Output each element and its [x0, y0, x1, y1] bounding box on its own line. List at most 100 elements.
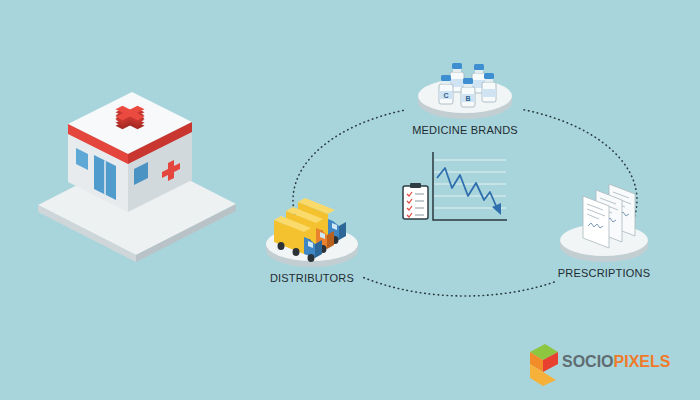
clipboard-icon-part	[415, 194, 424, 215]
declining-chart-part	[434, 184, 506, 185]
medicine-bottles-part	[461, 78, 475, 107]
declining-chart	[433, 152, 507, 220]
logo-mark-part	[543, 352, 558, 372]
prescription-sheets-part-part	[600, 198, 618, 213]
hospital-illustration-part-part	[134, 162, 148, 185]
clipboard-icon	[403, 183, 428, 219]
delivery-trucks-part-part	[332, 223, 337, 230]
prescription-sheets-part	[609, 184, 635, 236]
delivery-trucks-part-part	[308, 254, 315, 262]
delivery-trucks-part-part	[304, 237, 315, 258]
medicine-bottles-part	[472, 64, 486, 93]
declining-chart-part	[492, 203, 501, 215]
medicine-bottles-part-part	[463, 78, 473, 84]
platform-top	[418, 79, 512, 113]
hospital-illustration-part-part	[104, 161, 106, 195]
medicine-bottles-part-part	[474, 64, 484, 70]
platform-node: MEDICINE BRANDS	[408, 77, 522, 137]
medicine-bottles-part-part	[461, 87, 475, 107]
hospital-illustration-part	[136, 204, 236, 262]
declining-chart-part	[434, 196, 506, 197]
medicine-bottles-part	[482, 73, 496, 102]
delivery-trucks-part-part	[320, 232, 325, 239]
delivery-trucks-part-part	[339, 222, 346, 240]
delivery-trucks-part-part	[274, 216, 311, 232]
prescription-sheets-part-part	[588, 223, 603, 228]
medicine-bottles-part-part	[472, 73, 486, 93]
delivery-trucks-part-part	[274, 220, 304, 254]
medicine-bottles	[439, 63, 496, 107]
hospital-illustration-part	[108, 102, 152, 124]
delivery-trucks	[274, 198, 346, 262]
hospital-illustration-part-part	[162, 163, 180, 178]
medicine-bottles-part-part	[452, 63, 462, 69]
delivery-trucks-part	[274, 216, 322, 262]
node-label: DISTRIBUTORS	[270, 272, 354, 285]
platform-top	[560, 224, 648, 256]
prescription-sheets-part-part	[596, 190, 622, 242]
clipboard-icon-part	[410, 183, 421, 188]
logo-mark-part	[530, 364, 556, 386]
logo-mark	[530, 344, 558, 386]
platform-disk	[264, 225, 360, 269]
hospital-illustration-part-part	[116, 106, 145, 121]
node-label: PRESCRIPTIONS	[558, 267, 650, 280]
declining-chart-part	[434, 160, 506, 161]
hospital-illustration	[38, 92, 236, 262]
clipboard-icon-part	[407, 192, 412, 217]
delivery-trucks-part-part	[308, 241, 313, 248]
prescription-sheets-part-part	[601, 217, 616, 222]
platform-disk	[416, 77, 514, 121]
clipboard-icon-part	[403, 186, 428, 219]
delivery-trucks-part	[286, 207, 334, 253]
hospital-illustration-part-part	[116, 106, 145, 121]
delivery-trucks-part-part	[298, 198, 335, 214]
prescription-sheets-part	[583, 196, 609, 248]
medicine-bottles-part-part	[482, 82, 496, 102]
declining-chart-part	[433, 152, 507, 220]
delivery-trucks-part-part	[286, 211, 316, 245]
delivery-trucks-part-part	[316, 228, 327, 249]
medicine-bottles-part-part	[442, 81, 450, 84]
delivery-trucks-part	[298, 198, 346, 244]
medicine-bottles-part-part	[450, 79, 464, 87]
prescription-sheets-part-part	[613, 192, 631, 207]
delivery-trucks-part-part	[332, 236, 339, 244]
medicine-bottles-part-part	[439, 91, 453, 99]
medicine-bottles-part	[439, 75, 453, 104]
prescription-sheets	[583, 184, 635, 248]
dotted-cycle-connector	[293, 110, 406, 223]
medicine-bottles-part-part	[464, 84, 472, 87]
medicine-bottles-part	[450, 63, 464, 92]
delivery-trucks-part-part	[317, 230, 324, 238]
hospital-illustration-part-part	[76, 148, 88, 170]
platform-top	[266, 227, 358, 261]
medicine-bottles-part-part	[475, 70, 483, 73]
medicine-bottles-part-part	[484, 73, 494, 79]
medicine-bottles-part-part	[439, 84, 453, 104]
hospital-illustration-part	[134, 146, 180, 198]
delivery-trucks-part-part	[328, 219, 339, 240]
dotted-cycle-connector	[362, 277, 554, 296]
declining-chart-part	[437, 168, 497, 208]
hospital-illustration-part	[76, 146, 116, 200]
delivery-trucks-part-part	[290, 233, 297, 241]
logo-wordmark: PIXELS	[614, 353, 671, 371]
delivery-trucks-part-part	[293, 248, 300, 256]
medicine-bottles-part-part	[441, 75, 451, 81]
medicine-bottles-part-part	[482, 89, 496, 97]
prescription-sheets-part-part	[609, 184, 635, 236]
medicine-bottles-part-part	[453, 69, 461, 72]
delivery-trucks-part-part	[278, 242, 285, 250]
medicine-bottles-part-part	[450, 72, 464, 92]
prescription-sheets-part-part	[614, 211, 629, 216]
logo-wordmark: SOCIO	[562, 353, 614, 371]
hospital-illustration-part	[68, 92, 192, 154]
delivery-trucks-part-part	[327, 231, 334, 249]
